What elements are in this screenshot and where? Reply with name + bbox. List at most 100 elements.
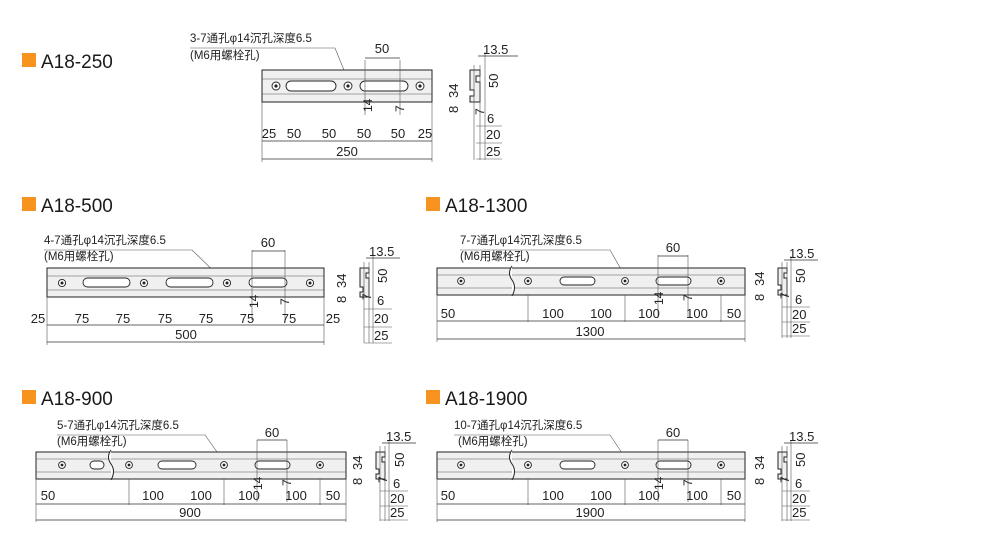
counterbore-dim-label: 14 — [652, 291, 666, 305]
pitch-label: 75 — [199, 311, 213, 326]
section-dim-label: 25 — [792, 505, 806, 520]
pitch-label: 50 — [41, 488, 55, 503]
orange-square-icon — [426, 390, 440, 404]
section-dim-label: 20 — [486, 127, 500, 142]
pitch-label: 75 — [240, 311, 254, 326]
section-dim-label: 8 — [446, 106, 461, 113]
cross-section-view: 13.5 8 34 50 7 6 20 25 — [752, 246, 818, 338]
hole-dim-label: 7 — [278, 298, 292, 305]
section-dim-label: 8 — [334, 296, 349, 303]
slot — [248, 277, 288, 288]
pitch-label: 50 — [287, 126, 301, 141]
drawing-a18-250: A18-250 3-7通孔φ14沉孔深度6.5 (M6用螺栓孔) 50 14 7… — [22, 31, 518, 162]
drawing-a18-1300: A18-1300 7-7通孔φ14沉孔深度6.5 (M6用螺栓孔) 60 14 … — [426, 196, 818, 342]
section-dim-label: 8 — [752, 478, 767, 485]
section-dim-label: 25 — [390, 505, 404, 520]
bolt-hole-note: (M6用螺栓孔) — [44, 249, 114, 263]
slot-width-label: 60 — [261, 235, 275, 250]
hole-spec-note: 5-7通孔φ14沉孔深度6.5 — [57, 418, 179, 432]
slot — [165, 277, 214, 288]
pitch-label: 100 — [142, 488, 164, 503]
pitch-label: 50 — [391, 126, 405, 141]
hole-center — [719, 463, 723, 467]
section-dim-label: 34 — [334, 274, 349, 288]
section-dim-label: 25 — [792, 321, 806, 336]
hole-center — [459, 463, 463, 467]
rail-profile — [359, 267, 370, 298]
bolt-hole-note: (M6用螺栓孔) — [57, 434, 127, 448]
section-dim-label: 34 — [350, 456, 365, 470]
cross-section-view: 13.5 8 34 50 7 6 20 25 — [350, 429, 416, 521]
section-dim-label: 34 — [752, 272, 767, 286]
section-dim-label: 13.5 — [789, 429, 814, 444]
hole-center — [225, 281, 229, 285]
pitch-label: 100 — [190, 488, 212, 503]
section-dim-label: 6 — [487, 111, 494, 126]
hole-dim-label: 7 — [280, 479, 294, 486]
pitch-label: 75 — [116, 311, 130, 326]
slot-width-label: 60 — [666, 425, 680, 440]
section-dim-label: 7 — [473, 108, 487, 115]
slot — [559, 460, 596, 470]
hole-center — [222, 463, 226, 467]
drawing-title: A18-1300 — [445, 196, 527, 217]
counterbore-dim-label: 14 — [251, 476, 265, 490]
counterbore-dim-label: 14 — [652, 476, 666, 490]
break-mark — [509, 449, 515, 481]
drawing-title: A18-1900 — [445, 389, 527, 410]
pitch-label: 50 — [357, 126, 371, 141]
section-dim-label: 34 — [446, 84, 461, 98]
hole-center — [60, 281, 64, 285]
drawing-title: A18-900 — [41, 389, 113, 410]
hole-center — [623, 463, 627, 467]
bolt-hole-note: (M6用螺栓孔) — [460, 249, 530, 263]
section-dim-label: 13.5 — [483, 42, 508, 57]
section-dim-label: 50 — [375, 269, 390, 283]
orange-square-icon — [22, 390, 36, 404]
slot — [359, 80, 409, 92]
slot — [655, 460, 692, 470]
hole-center — [127, 463, 131, 467]
section-dim-label: 7 — [360, 293, 374, 300]
section-dim-label: 6 — [377, 293, 384, 308]
pitch-label: 25 — [326, 311, 340, 326]
hole-spec-note: 4-7通孔φ14沉孔深度6.5 — [44, 233, 166, 247]
hole-spec-note: 7-7通孔φ14沉孔深度6.5 — [460, 233, 582, 247]
pitch-label: 100 — [638, 488, 660, 503]
section-dim-label: 50 — [486, 74, 501, 88]
drawing-a18-1900: A18-1900 10-7通孔φ14沉孔深度6.5 (M6用螺栓孔) 60 14… — [426, 389, 818, 522]
orange-square-icon — [22, 53, 36, 67]
counterbore-dim-label: 14 — [361, 98, 375, 112]
pitch-label: 50 — [727, 488, 741, 503]
drawing-title: A18-250 — [41, 52, 113, 73]
hole-center — [719, 279, 723, 283]
section-dim-label: 13.5 — [789, 246, 814, 261]
pitch-label: 75 — [282, 311, 296, 326]
section-dim-label: 25 — [374, 328, 388, 343]
hole-center — [459, 279, 463, 283]
pitch-label: 100 — [686, 488, 708, 503]
section-dim-label: 25 — [486, 144, 500, 159]
drawing-title: A18-500 — [41, 196, 113, 217]
section-dim-label: 34 — [752, 456, 767, 470]
section-dim-label: 7 — [778, 476, 792, 483]
pitch-label: 50 — [727, 306, 741, 321]
drawing-a18-900: A18-900 5-7通孔φ14沉孔深度6.5 (M6用螺栓孔) 60 14 7… — [22, 389, 416, 522]
hole-spec-note: 10-7通孔φ14沉孔深度6.5 — [454, 418, 582, 432]
pitch-label: 100 — [638, 306, 660, 321]
slot — [655, 276, 692, 286]
hole-center — [308, 281, 312, 285]
slot-width-label: 60 — [666, 240, 680, 255]
overall-length-label: 1900 — [576, 505, 605, 520]
pitch-label: 100 — [542, 488, 564, 503]
slot — [89, 460, 105, 470]
section-dim-label: 6 — [393, 476, 400, 491]
break-mark — [108, 449, 114, 481]
pitch-label: 25 — [262, 126, 276, 141]
hole-center — [142, 281, 146, 285]
section-dim-label: 6 — [795, 292, 802, 307]
counterbore-dim-label: 14 — [247, 294, 261, 308]
section-dim-label: 7 — [778, 292, 792, 299]
